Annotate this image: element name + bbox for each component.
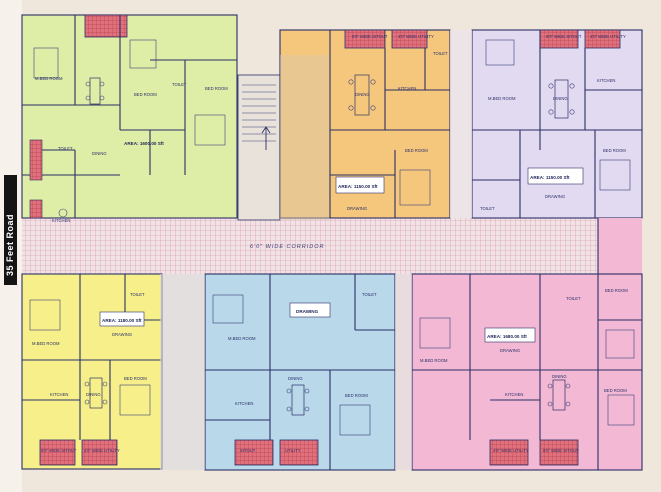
lavender-dining-label: DINING bbox=[553, 96, 568, 101]
lavender-utility-label: 4'0" WIDE UTILITY bbox=[590, 34, 626, 39]
orange-toilet1-label: TOILET bbox=[433, 51, 448, 56]
yellow-sitout-label: 6'0" WIDE SITOUT bbox=[41, 448, 77, 453]
unit-pink: M.BED ROOM BED ROOM BED ROOM DINING KITC… bbox=[411, 218, 643, 471]
yellow-utility-label: 4'0" WIDE UTILITY bbox=[84, 448, 120, 453]
green-toilet2-label: TOILET bbox=[58, 146, 73, 151]
blue-utility-label: UTILITY bbox=[285, 448, 301, 453]
lavender-toilet-label: TOILET bbox=[480, 206, 495, 211]
green-bedroom2-label: BED ROOM bbox=[205, 86, 228, 91]
yellow-mbedroom-label: M.BED ROOM bbox=[32, 341, 60, 346]
gap-shadow bbox=[395, 274, 412, 470]
green-toilet1-label: TOILET bbox=[172, 82, 187, 87]
unit-green: M.BED ROOM BED ROOM BED ROOM DINING KITC… bbox=[21, 14, 238, 223]
pink-kitchen-label: KITCHEN bbox=[505, 392, 523, 397]
green-area-label: AREA: 1600.00 Sft bbox=[124, 141, 164, 146]
orange-utility-label: 4'0" WIDE UTILITY bbox=[398, 34, 434, 39]
lavender-sitout-label: 6'0" WIDE SITOUT bbox=[546, 34, 582, 39]
gap-shadow bbox=[450, 30, 472, 218]
pink-mbedroom-label: M.BED ROOM bbox=[420, 358, 448, 363]
lavender-kitchen-label: KITCHEN bbox=[597, 78, 615, 83]
green-dining-label: DINING bbox=[92, 151, 107, 156]
orange-dining-label: DINING bbox=[355, 92, 370, 97]
yellow-bedroom-label: BED ROOM bbox=[124, 376, 147, 381]
pink-drawing-label: DRAWING bbox=[500, 348, 520, 353]
green-kitchen-label: KITCHEN bbox=[52, 218, 70, 223]
blue-mbedroom-label: M.BED ROOM bbox=[228, 336, 256, 341]
orange-drawing-label: DRAWING bbox=[347, 206, 367, 211]
yellow-drawing-label: DRAWING bbox=[112, 332, 132, 337]
orange-sitout-label: 6'0" WIDE SITOUT bbox=[352, 34, 388, 39]
unit-lavender: 6'0" WIDE SITOUT 4'0" WIDE UTILITY M.BED… bbox=[471, 29, 643, 219]
pink-dining-label: DINING bbox=[552, 374, 567, 379]
road-label: 35 Feet Road bbox=[5, 214, 15, 276]
blue-area-label: DRAWING bbox=[296, 309, 319, 314]
unit-yellow: M.BED ROOM DRAWING KITCHEN DINING BED RO… bbox=[21, 273, 163, 470]
corridor bbox=[22, 218, 642, 274]
pink-bedroom2-label: BED ROOM bbox=[604, 388, 627, 393]
yellow-kitchen-label: KITCHEN bbox=[50, 392, 68, 397]
unit-blue: M.BED ROOM KITCHEN DINING BED ROOM TOILE… bbox=[204, 273, 396, 471]
gap-shadow bbox=[160, 274, 205, 470]
pink-toilet-label: TOILET bbox=[566, 296, 581, 301]
green-sitout-grid bbox=[84, 14, 128, 38]
yellow-toilet-label: TOILET bbox=[130, 292, 145, 297]
blue-sitout-label: SITOUT bbox=[240, 448, 256, 453]
orange-area-label: AREA: 1150.00 Sft bbox=[338, 184, 378, 189]
lavender-mbedroom-label: M.BED ROOM bbox=[488, 96, 516, 101]
lavender-bedroom-label: BED ROOM bbox=[603, 148, 626, 153]
lavender-drawing-label: DRAWING bbox=[545, 194, 565, 199]
orange-kitchen-label: KITCHEN bbox=[398, 86, 416, 91]
corridor-label: 6'0" WIDE CORRIDOR bbox=[250, 244, 324, 250]
lavender-area-label: AREA: 1150.00 Sft bbox=[530, 175, 570, 180]
blue-kitchen-label: KITCHEN bbox=[235, 401, 253, 406]
orange-bedroom-label: BED ROOM bbox=[405, 148, 428, 153]
pink-utility-label: 4'0" WIDE UTILITY bbox=[493, 448, 529, 453]
blue-dining-label: DINING bbox=[288, 376, 303, 381]
green-bedroom1-label: BED ROOM bbox=[134, 92, 157, 97]
unit-orange: 6'0" WIDE SITOUT 4'0" WIDE UTILITY DININ… bbox=[279, 29, 451, 220]
road-band: 35 Feet Road bbox=[4, 175, 17, 285]
yellow-area-label: AREA: 1180.00 Sft bbox=[102, 318, 142, 323]
pink-bedroom1-label: BED ROOM bbox=[605, 288, 628, 293]
green-mbedroom-label: M.BED ROOM bbox=[35, 76, 63, 81]
yellow-dining-label: DINING bbox=[86, 392, 101, 397]
pink-area-label: AREA: 1680.00 Sft bbox=[487, 334, 527, 339]
pink-sitout-label: 6'0" WIDE SITOUT bbox=[543, 448, 579, 453]
blue-bedroom-label: BED ROOM bbox=[345, 393, 368, 398]
blue-toilet-label: TOILET bbox=[362, 292, 377, 297]
